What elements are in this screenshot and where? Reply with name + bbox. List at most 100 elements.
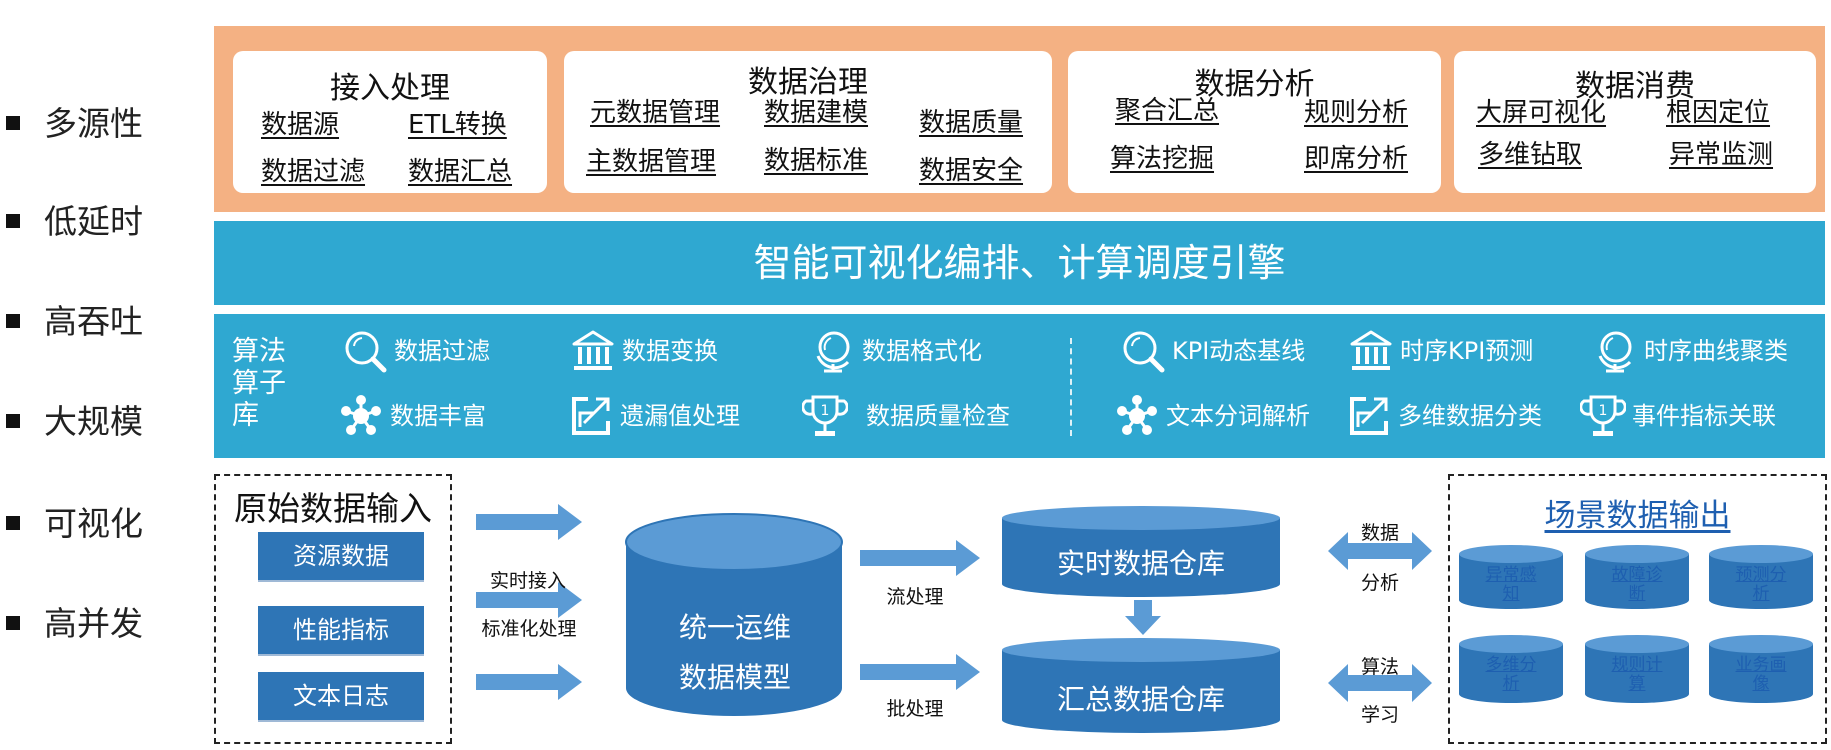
output-label: 像 [1752, 674, 1770, 694]
double-arrow-icon [1328, 664, 1432, 702]
section-item[interactable]: 算法挖掘 [1110, 144, 1215, 174]
algorithm-label: 数据格式化 [862, 337, 982, 365]
divider [1070, 338, 1072, 436]
trophy-icon: 1 [1580, 395, 1626, 436]
section-item[interactable]: 即席分析 [1304, 144, 1409, 174]
bullet-icon [6, 414, 20, 428]
section-title: 数据分析 [1194, 67, 1315, 102]
section-item[interactable]: 数据安全 [919, 156, 1024, 186]
section-item[interactable]: 数据汇总 [408, 157, 513, 187]
realtime-warehouse-label: 实时数据仓库 [1056, 547, 1225, 580]
section-item[interactable]: 元数据管理 [590, 98, 721, 128]
ingest-label: 实时接入 [489, 570, 566, 592]
output-cylinder [1459, 635, 1563, 703]
algorithm-label: 遗漏值处理 [620, 402, 740, 430]
section-item[interactable]: ETL转换 [408, 110, 507, 140]
section-item[interactable]: 数据建模 [764, 98, 869, 128]
output-item-prediction[interactable]: 预测分析 [1708, 566, 1814, 604]
algorithm-band: 算法算子库 数据过滤 数据变换 数据格式化 数据丰富 遗漏值处理 1 数据质量检… [214, 314, 1825, 458]
output-item-multidim[interactable]: 多维分析 [1458, 656, 1564, 694]
input-panel: 原始数据输入 资源数据 性能指标 文本日志 [214, 474, 452, 744]
summary-warehouse-label: 汇总数据仓库 [1056, 683, 1225, 716]
bank-icon [572, 330, 614, 370]
input-text-logs[interactable]: 文本日志 [258, 672, 424, 720]
arrow-down-icon [1125, 600, 1161, 635]
feature-item: 高并发 [0, 604, 210, 644]
trophy-icon: 1 [802, 395, 848, 436]
input-resource-data[interactable]: 资源数据 [258, 532, 424, 580]
arrow-right-icon [860, 540, 980, 576]
section-item[interactable]: 主数据管理 [586, 147, 717, 177]
output-cylinder [1709, 635, 1813, 703]
output-label: 析 [1752, 584, 1770, 604]
output-label: 断 [1628, 584, 1646, 604]
feature-item: 高吞吐 [0, 302, 210, 342]
ingest-label: 标准化处理 [481, 618, 577, 640]
output-label: 析 [1502, 674, 1520, 694]
output-label: 业务画 [1735, 655, 1787, 675]
section-title: 接入处理 [330, 71, 450, 106]
bullet-icon [6, 116, 20, 130]
feature-label: 高吞吐 [44, 302, 143, 341]
algorithm-label: 数据质量检查 [866, 402, 1010, 430]
link-label: 分析 [1360, 572, 1399, 594]
output-item-profile[interactable]: 业务画像 [1708, 656, 1814, 694]
algorithm-label: 数据过滤 [394, 337, 490, 365]
bullet-icon [6, 214, 20, 228]
output-label: 多维分 [1485, 655, 1537, 675]
arrow-right-icon [476, 664, 582, 700]
algorithm-label: 时序KPI预测 [1400, 337, 1534, 365]
section-item[interactable]: 数据源 [261, 110, 340, 140]
arrow-right-icon [860, 654, 980, 690]
output-item-diagnosis[interactable]: 故障诊断 [1584, 566, 1690, 604]
bullet-icon [6, 616, 20, 630]
output-item-anomaly[interactable]: 异常感知 [1458, 566, 1564, 604]
feature-item: 大规模 [0, 402, 210, 442]
algorithm-label: 多维数据分类 [1398, 402, 1542, 430]
consumption-section: 数据消费 大屏可视化 根因定位 多维钻取 异常监测 [1454, 51, 1816, 193]
feature-label: 低延时 [44, 202, 143, 241]
output-label: 故障诊 [1611, 565, 1663, 585]
feature-label: 多源性 [44, 104, 143, 143]
bank-icon [1350, 330, 1392, 370]
feature-label: 大规模 [44, 402, 143, 441]
algorithm-label: 文本分词解析 [1166, 402, 1310, 430]
output-label: 知 [1502, 584, 1520, 604]
output-cylinder [1709, 545, 1813, 609]
analysis-section: 数据分析 聚合汇总 规则分析 算法挖掘 即席分析 [1068, 51, 1441, 193]
section-title: 数据治理 [748, 65, 868, 100]
engine-band: 智能可视化编排、计算调度引擎 [214, 221, 1825, 305]
link-label: 算法 [1360, 656, 1399, 678]
globe-icon [816, 331, 850, 373]
section-item[interactable]: 大屏可视化 [1476, 98, 1607, 128]
feature-item: 低延时 [0, 202, 210, 242]
data-model-label: 统一运维 [678, 611, 791, 644]
output-title[interactable]: 场景数据输出 [1544, 498, 1731, 534]
svg-text:1: 1 [821, 403, 830, 419]
section-item[interactable]: 多维钻取 [1478, 140, 1583, 170]
output-label: 算 [1628, 674, 1646, 694]
output-panel: 场景数据输出 异常感知 故障诊断 预测分析 多维分析 规则计算 业务画像 [1448, 474, 1827, 744]
output-item-rules[interactable]: 规则计算 [1584, 656, 1690, 694]
section-item[interactable]: 数据质量 [919, 108, 1024, 138]
molecule-icon [341, 395, 381, 435]
input-performance-metrics[interactable]: 性能指标 [258, 606, 424, 654]
section-item[interactable]: 异常监测 [1669, 140, 1774, 170]
output-cylinder [1459, 545, 1563, 609]
bullet-icon [6, 314, 20, 328]
feature-label: 可视化 [44, 504, 143, 543]
double-arrow-icon [1328, 532, 1432, 570]
section-item[interactable]: 聚合汇总 [1115, 96, 1220, 126]
output-label: 规则计 [1611, 655, 1663, 675]
link-label: 学习 [1360, 704, 1399, 726]
arrow-right-icon [476, 582, 582, 618]
section-item[interactable]: 数据标准 [764, 146, 869, 176]
section-item[interactable]: 规则分析 [1304, 98, 1409, 128]
output-label: 异常感 [1485, 565, 1537, 585]
arrow-right-icon [476, 504, 582, 540]
section-item[interactable]: 数据过滤 [261, 157, 366, 187]
algorithm-label: 事件指标关联 [1632, 402, 1776, 430]
section-item[interactable]: 根因定位 [1666, 98, 1771, 128]
governance-section: 数据治理 元数据管理 数据建模 数据质量 主数据管理 数据标准 数据安全 [564, 51, 1052, 193]
algorithm-label: 数据变换 [622, 337, 718, 365]
